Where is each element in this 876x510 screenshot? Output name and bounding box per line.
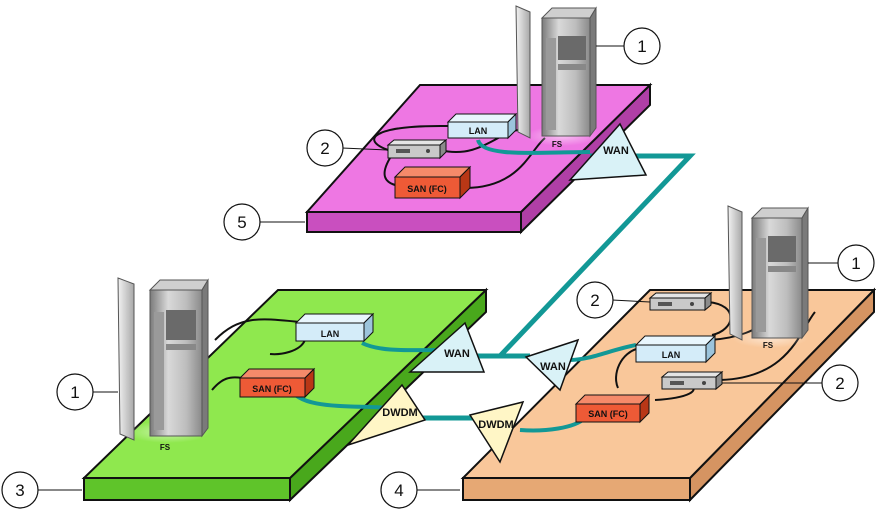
wan-cone-top-label: WAN bbox=[603, 145, 629, 157]
wan-cone-top[interactable]: WAN bbox=[568, 122, 648, 181]
lan-label: LAN bbox=[662, 350, 681, 360]
san-switch-right[interactable]: SAN (FC) bbox=[574, 393, 651, 424]
callout-switch-right-upper[interactable]: 2 bbox=[576, 281, 651, 319]
wan-cone-left[interactable]: WAN bbox=[408, 321, 486, 373]
fs-server-right[interactable]: FS bbox=[727, 205, 809, 350]
callout-number: 1 bbox=[851, 254, 860, 273]
callout-number: 2 bbox=[320, 139, 329, 158]
top-cable bbox=[383, 157, 396, 186]
callout-number: 5 bbox=[237, 213, 246, 232]
san-switch-left[interactable]: SAN (FC) bbox=[238, 367, 316, 399]
lan-switch-right[interactable]: LAN bbox=[634, 334, 717, 364]
inter-site-links bbox=[420, 153, 696, 421]
callout-number: 1 bbox=[70, 383, 79, 402]
left-cable bbox=[214, 318, 301, 341]
san-label: SAN (FC) bbox=[407, 184, 447, 194]
top-wan-cable bbox=[476, 139, 591, 155]
callout-number: 2 bbox=[590, 291, 599, 310]
right-cable bbox=[719, 311, 816, 381]
callout-switch-right-lower[interactable]: 2 bbox=[722, 364, 859, 402]
san-label: SAN (FC) bbox=[588, 409, 628, 419]
wan-cone-right[interactable]: WAN bbox=[524, 338, 580, 392]
right-wan-cable bbox=[569, 343, 637, 362]
network-switch-top[interactable] bbox=[386, 138, 448, 160]
dwdm-cone-right[interactable]: DWDM bbox=[468, 400, 525, 464]
fs-label: FS bbox=[552, 140, 563, 149]
top-platform-side bbox=[306, 211, 522, 233]
left-platform-side bbox=[83, 477, 291, 501]
fs-server-top[interactable]: FS bbox=[515, 5, 598, 149]
callout-switch-top[interactable]: 2 bbox=[306, 129, 389, 167]
callout-number: 1 bbox=[637, 37, 646, 56]
callout-number: 2 bbox=[835, 374, 844, 393]
wan-cone-right-label: WAN bbox=[540, 361, 566, 373]
left-cable bbox=[211, 376, 243, 391]
callout-site-top[interactable]: 5 bbox=[223, 203, 305, 241]
dwdm-cone-right-label: DWDM bbox=[478, 419, 513, 431]
san-label: SAN (FC) bbox=[252, 384, 292, 394]
lan-label: LAN bbox=[321, 329, 340, 339]
lan-label: LAN bbox=[469, 126, 488, 136]
fs-label: FS bbox=[763, 341, 774, 350]
lan-switch-left[interactable]: LAN bbox=[294, 312, 375, 343]
right-platform-side bbox=[462, 477, 691, 501]
callout-server-top[interactable]: 1 bbox=[596, 27, 661, 65]
top-cable bbox=[373, 124, 449, 151]
network-switch-right-upper[interactable] bbox=[648, 291, 713, 312]
lan-switch-top[interactable]: LAN bbox=[446, 112, 518, 140]
san-switch-top[interactable]: SAN (FC) bbox=[393, 165, 472, 200]
callout-server-left[interactable]: 1 bbox=[56, 373, 118, 411]
right-cable bbox=[615, 347, 641, 389]
callout-site-left[interactable]: 3 bbox=[1, 471, 82, 509]
dwdm-cone-left-label: DWDM bbox=[382, 407, 417, 419]
wan-cone-left-label: WAN bbox=[444, 348, 470, 360]
callout-site-right[interactable]: 4 bbox=[380, 471, 460, 509]
left-wan-cable bbox=[361, 341, 441, 353]
left-cable bbox=[269, 339, 306, 356]
fs-server-left[interactable]: FS bbox=[117, 277, 210, 452]
callout-number: 4 bbox=[394, 481, 403, 500]
callout-server-right[interactable]: 1 bbox=[808, 244, 875, 282]
fs-label: FS bbox=[160, 443, 171, 452]
dwdm-cone-left[interactable]: DWDM bbox=[345, 383, 427, 447]
site-right bbox=[460, 287, 876, 503]
network-switch-right-lower[interactable] bbox=[660, 370, 724, 391]
callout-number: 3 bbox=[15, 481, 24, 500]
